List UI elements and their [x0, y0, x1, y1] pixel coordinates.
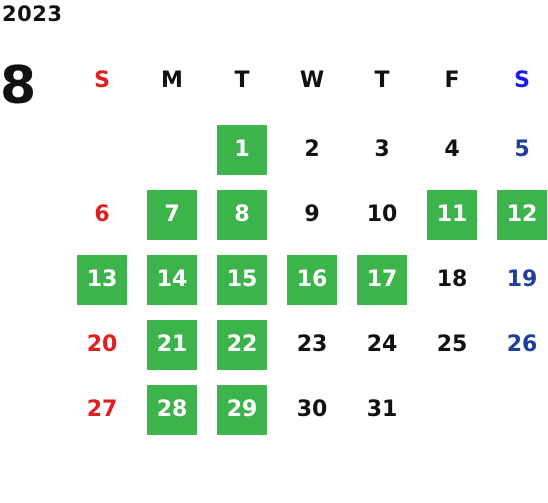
- day-cell-10[interactable]: 10: [366, 202, 398, 227]
- day-cell-25[interactable]: 25: [436, 332, 468, 357]
- day-cell-17[interactable]: 17: [357, 255, 407, 305]
- month-label: 8: [0, 56, 37, 116]
- day-cell-13[interactable]: 13: [77, 255, 127, 305]
- weekday-header-sun: S: [94, 68, 110, 93]
- day-cell-23[interactable]: 23: [296, 332, 328, 357]
- day-cell-12[interactable]: 12: [497, 190, 547, 240]
- day-cell-8[interactable]: 8: [217, 190, 267, 240]
- weekday-header-thu: T: [374, 68, 390, 93]
- day-cell-18[interactable]: 18: [436, 267, 468, 292]
- day-cell-29[interactable]: 29: [217, 385, 267, 435]
- day-cell-31[interactable]: 31: [366, 397, 398, 422]
- day-cell-14[interactable]: 14: [147, 255, 197, 305]
- day-cell-3[interactable]: 3: [374, 137, 390, 162]
- day-cell-22[interactable]: 22: [217, 320, 267, 370]
- day-cell-6[interactable]: 6: [94, 202, 110, 227]
- day-cell-1[interactable]: 1: [217, 125, 267, 175]
- day-cell-15[interactable]: 15: [217, 255, 267, 305]
- day-cell-11[interactable]: 11: [427, 190, 477, 240]
- day-cell-26[interactable]: 26: [506, 332, 538, 357]
- year-label: 2023: [2, 2, 63, 26]
- day-cell-4[interactable]: 4: [444, 137, 460, 162]
- day-cell-16[interactable]: 16: [287, 255, 337, 305]
- weekday-header-mon: M: [161, 68, 183, 93]
- day-cell-9[interactable]: 9: [304, 202, 320, 227]
- weekday-header-tue: T: [234, 68, 250, 93]
- weekday-header-wed: W: [299, 68, 325, 93]
- day-cell-27[interactable]: 27: [86, 397, 118, 422]
- day-cell-7[interactable]: 7: [147, 190, 197, 240]
- day-cell-2[interactable]: 2: [304, 137, 320, 162]
- day-cell-24[interactable]: 24: [366, 332, 398, 357]
- weekday-header-sat: S: [514, 68, 530, 93]
- day-cell-19[interactable]: 19: [506, 267, 538, 292]
- weekday-header-fri: F: [444, 68, 460, 93]
- day-cell-30[interactable]: 30: [296, 397, 328, 422]
- day-cell-5[interactable]: 5: [514, 137, 530, 162]
- day-cell-20[interactable]: 20: [86, 332, 118, 357]
- day-cell-21[interactable]: 21: [147, 320, 197, 370]
- day-cell-28[interactable]: 28: [147, 385, 197, 435]
